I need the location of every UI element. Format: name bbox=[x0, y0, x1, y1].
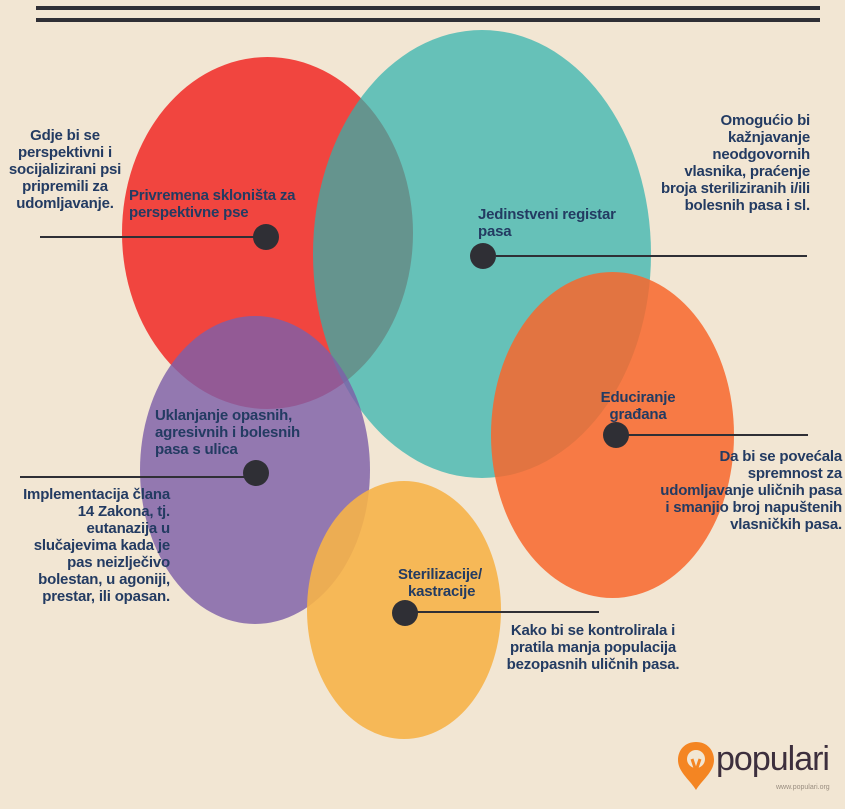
logo-word: populari bbox=[716, 740, 830, 778]
shelters-dot bbox=[253, 224, 279, 250]
logo-url: www.populari.org bbox=[776, 784, 830, 791]
shelters-title: Privremena skloništa za perspektivne pse bbox=[129, 187, 296, 221]
populari-logo-icon bbox=[678, 742, 714, 790]
sterilization-title-line2: kastracije bbox=[408, 583, 476, 600]
education-title-line1: Educiranje bbox=[600, 389, 676, 406]
registry-dot bbox=[470, 243, 496, 269]
removal-dot bbox=[243, 460, 269, 486]
education-title: Educiranje građana bbox=[596, 389, 680, 423]
education-connector bbox=[618, 434, 808, 436]
sterilization-title: Sterilizacije/ kastracije bbox=[398, 566, 518, 600]
sterilization-dot bbox=[392, 600, 418, 626]
education-dot bbox=[603, 422, 629, 448]
education-title-line2: građana bbox=[609, 406, 667, 423]
registry-note: Omogućio bi kažnjavanje neodgovornih vla… bbox=[660, 112, 810, 214]
sterilization-note: Kako bi se kontrolirala i pratila manja … bbox=[506, 622, 680, 673]
removal-connector bbox=[20, 476, 256, 478]
removal-title: Uklanjanje opasnih, agresivnih i bolesni… bbox=[155, 407, 301, 458]
shelters-connector bbox=[40, 236, 266, 238]
top-rule-1 bbox=[36, 6, 820, 10]
registry-connector bbox=[496, 255, 807, 257]
removal-note: Implementacija člana 14 Zakona, tj. euta… bbox=[23, 486, 170, 605]
sterilization-connector bbox=[412, 611, 599, 613]
registry-title: Jedinstveni registar pasa bbox=[478, 206, 616, 240]
education-note: Da bi se povećala spremnost za udomljava… bbox=[660, 448, 842, 533]
top-rule-2 bbox=[36, 18, 820, 22]
populari-logo: populari www.populari.org bbox=[676, 740, 845, 800]
sterilization-title-line1: Sterilizacije/ bbox=[398, 566, 482, 583]
shelters-note: Gdje bi se perspektivni i socijalizirani… bbox=[8, 127, 122, 212]
